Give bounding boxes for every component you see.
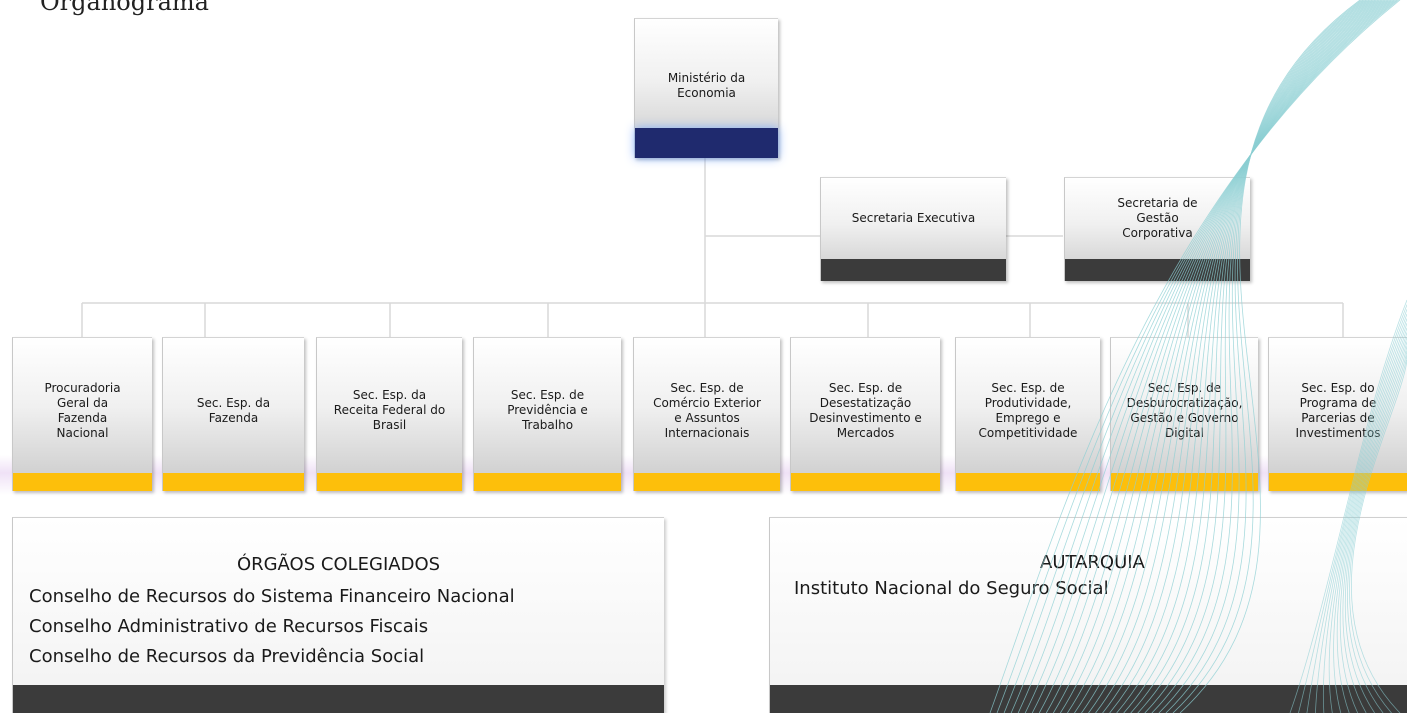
node-secretaria-gestao-corporativa-label: Secretaria de Gestão Corporativa bbox=[1117, 196, 1198, 240]
node-secretariat-3-label: Sec. Esp. da Receita Federal do Brasil bbox=[333, 388, 446, 432]
node-secretariat-8-bar bbox=[1111, 473, 1258, 491]
node-secretariat-1-bar bbox=[13, 473, 152, 491]
list-item: Conselho de Recursos do Sistema Financei… bbox=[29, 586, 515, 607]
node-secretariat-9-label: Sec. Esp. do Programa de Parcerias de In… bbox=[1295, 380, 1381, 440]
node-secretariat-7-label: Sec. Esp. de Produtividade, Emprego e Co… bbox=[978, 380, 1078, 440]
node-secretariat-5-bar bbox=[634, 473, 780, 491]
node-secretariat-6: Sec. Esp. de Desestatização Desinvestime… bbox=[790, 337, 940, 491]
node-secretariat-4: Sec. Esp. de Previdência e Trabalho bbox=[473, 337, 621, 491]
node-secretaria-executiva-bar bbox=[821, 259, 1006, 281]
node-secretariat-5-label: Sec. Esp. de Comércio Exterior e Assunto… bbox=[653, 380, 761, 440]
node-secretaria-gestao-corporativa-bar bbox=[1065, 259, 1250, 281]
node-secretariat-3: Sec. Esp. da Receita Federal do Brasil bbox=[316, 337, 462, 491]
node-ministerio-label: Ministério da Economia bbox=[667, 70, 746, 100]
node-secretariat-4-bar bbox=[474, 473, 621, 491]
node-secretariat-1-label: Procuradoria Geral da Fazenda Nacional bbox=[44, 380, 121, 440]
node-secretariat-7: Sec. Esp. de Produtividade, Emprego e Co… bbox=[955, 337, 1100, 491]
node-secretariat-4-label: Sec. Esp. de Previdência e Trabalho bbox=[507, 388, 588, 432]
list-item: Conselho Administrativo de Recursos Fisc… bbox=[29, 616, 429, 637]
list-item: Instituto Nacional do Seguro Social bbox=[794, 578, 1109, 599]
node-ministerio-bar bbox=[635, 128, 778, 158]
node-secretariat-9-bar bbox=[1269, 473, 1407, 491]
node-secretaria-executiva-label: Secretaria Executiva bbox=[851, 211, 976, 225]
list-item: Conselho de Recursos da Previdência Soci… bbox=[29, 646, 425, 667]
panel-autarquia-bar bbox=[770, 685, 1407, 713]
node-secretariat-2-label: Sec. Esp. da Fazenda bbox=[196, 395, 271, 425]
node-secretariat-6-bar bbox=[791, 473, 940, 491]
node-secretariat-7-bar bbox=[956, 473, 1100, 491]
panel-orgaos-colegiados: ÓRGÃOS COLEGIADOS Conselho de Recursos d… bbox=[12, 517, 664, 713]
panel-orgaos-colegiados-title: ÓRGÃOS COLEGIADOS bbox=[236, 554, 441, 575]
node-secretaria-gestao-corporativa: Secretaria de Gestão Corporativa bbox=[1064, 177, 1250, 281]
node-ministerio: Ministério da Economia bbox=[634, 18, 778, 158]
panel-autarquia-title: AUTARQUIA bbox=[1040, 552, 1145, 573]
node-secretariat-1: Procuradoria Geral da Fazenda Nacional bbox=[12, 337, 152, 491]
node-secretariat-2: Sec. Esp. da Fazenda bbox=[162, 337, 304, 491]
node-secretariat-8-label: Sec. Esp. de Desburocratização, Gestão e… bbox=[1126, 380, 1243, 440]
panel-orgaos-colegiados-bar bbox=[13, 685, 664, 713]
page-title: Organograma bbox=[40, 0, 209, 16]
panel-autarquia: AUTARQUIA Instituto Nacional do Seguro S… bbox=[769, 517, 1407, 713]
node-secretaria-executiva: Secretaria Executiva bbox=[820, 177, 1006, 281]
node-secretariat-2-bar bbox=[163, 473, 304, 491]
node-secretariat-5: Sec. Esp. de Comércio Exterior e Assunto… bbox=[633, 337, 780, 491]
node-secretariat-3-bar bbox=[317, 473, 462, 491]
panel-orgaos-colegiados-list: Conselho de Recursos do Sistema Financei… bbox=[29, 582, 515, 672]
node-secretariat-8: Sec. Esp. de Desburocratização, Gestão e… bbox=[1110, 337, 1258, 491]
node-secretariat-6-label: Sec. Esp. de Desestatização Desinvestime… bbox=[809, 380, 922, 440]
node-secretariat-9: Sec. Esp. do Programa de Parcerias de In… bbox=[1268, 337, 1407, 491]
